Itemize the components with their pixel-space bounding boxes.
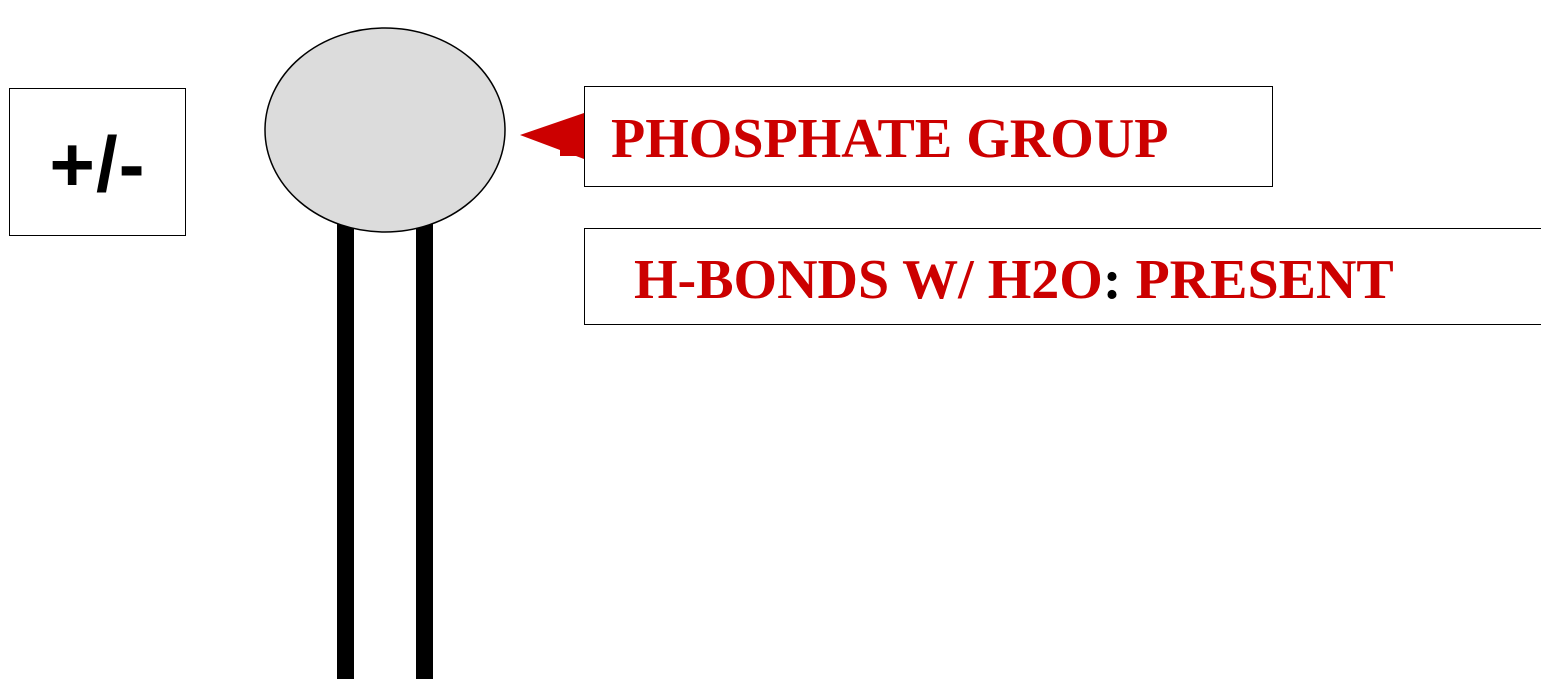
fatty-acid-tail-left <box>337 215 354 679</box>
hbond-box: H-BONDS W/ H2O: PRESENT <box>584 228 1541 325</box>
phosphate-label-box: PHOSPHATE GROUP <box>584 86 1273 187</box>
hbond-statement: H-BONDS W/ H2O: PRESENT <box>634 252 1394 308</box>
hbond-label: H-BONDS W/ H2O <box>634 248 1103 311</box>
phosphate-group-label: PHOSPHATE GROUP <box>611 107 1169 170</box>
phosphate-head <box>264 27 506 233</box>
charge-box: +/- <box>9 88 186 236</box>
fatty-acid-tail-right <box>416 215 433 679</box>
pointer-arrow-icon <box>520 113 585 159</box>
hbond-separator: : <box>1102 248 1122 311</box>
hbond-value: PRESENT <box>1135 248 1394 311</box>
charge-symbol: +/- <box>49 120 146 208</box>
